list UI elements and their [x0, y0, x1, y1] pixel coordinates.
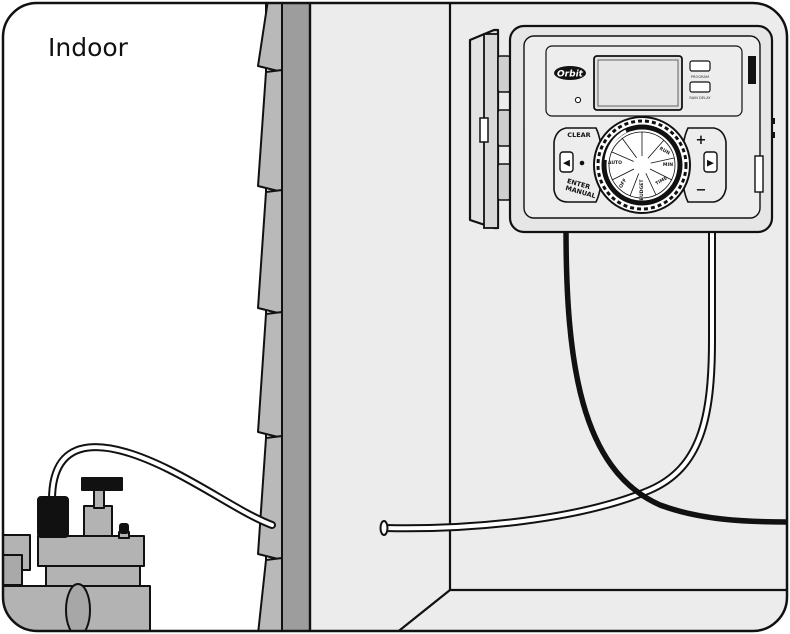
valve-bonnet	[83, 505, 113, 537]
side-dot	[772, 118, 775, 124]
floor-diagonal	[394, 589, 451, 631]
side-latch	[748, 56, 756, 84]
valve-body-top	[37, 535, 145, 567]
dial-time: TIME	[655, 175, 669, 186]
hinge	[497, 55, 511, 93]
door-latch	[479, 117, 489, 143]
program-label: PROGRAM	[691, 75, 709, 79]
rain-delay-label: RAIN DELAY	[689, 96, 711, 100]
valve-assembly	[3, 477, 151, 631]
dial-budget: BUDGET	[639, 179, 645, 201]
valve-handle	[81, 477, 123, 491]
indicator-led	[574, 96, 582, 104]
valve-pipe-joint	[65, 583, 91, 631]
clear-button-label[interactable]: CLEAR	[567, 131, 590, 139]
sprinkler-controller: Orbit PROGRAM RAIN DELAY CLEAR ◀ ENTER M…	[468, 24, 775, 234]
dial-run: RUN	[658, 146, 671, 157]
rain-delay-button[interactable]	[689, 81, 711, 93]
dial-min: MIN	[663, 162, 673, 168]
scene-title: Indoor	[48, 33, 129, 62]
left-arrow-icon: ◀	[563, 159, 570, 169]
program-button[interactable]	[689, 60, 711, 72]
minus-button[interactable]: −	[696, 183, 707, 198]
siding-board	[257, 557, 283, 631]
side-slot	[754, 155, 764, 193]
controller-wire	[381, 224, 716, 533]
brand-logo	[554, 66, 586, 80]
exterior-siding	[257, 3, 283, 631]
right-arrow-icon: ▶	[707, 159, 714, 169]
dial-off: OFF	[618, 178, 628, 190]
dot-icon	[579, 160, 585, 166]
left-arrow-button[interactable]	[559, 151, 574, 173]
hinge	[497, 163, 511, 201]
valve-wire	[48, 443, 276, 529]
right-arrow-button[interactable]	[703, 151, 718, 173]
solenoid	[37, 496, 69, 538]
valve-body	[45, 565, 141, 587]
power-cord	[563, 225, 787, 525]
wall-hole	[379, 520, 389, 536]
side-dot	[772, 132, 775, 138]
brand-logo-text: Orbit	[557, 70, 584, 80]
plus-button[interactable]: +	[696, 133, 707, 148]
wall-stud	[281, 3, 311, 631]
hinge	[497, 109, 511, 147]
dial-auto: AUTO	[608, 160, 622, 166]
bleed-screw	[119, 523, 129, 534]
lcd-screen	[597, 59, 679, 107]
rotary-dial[interactable]: AUTO OFF BUDGET RUN MIN TIME	[593, 116, 691, 214]
